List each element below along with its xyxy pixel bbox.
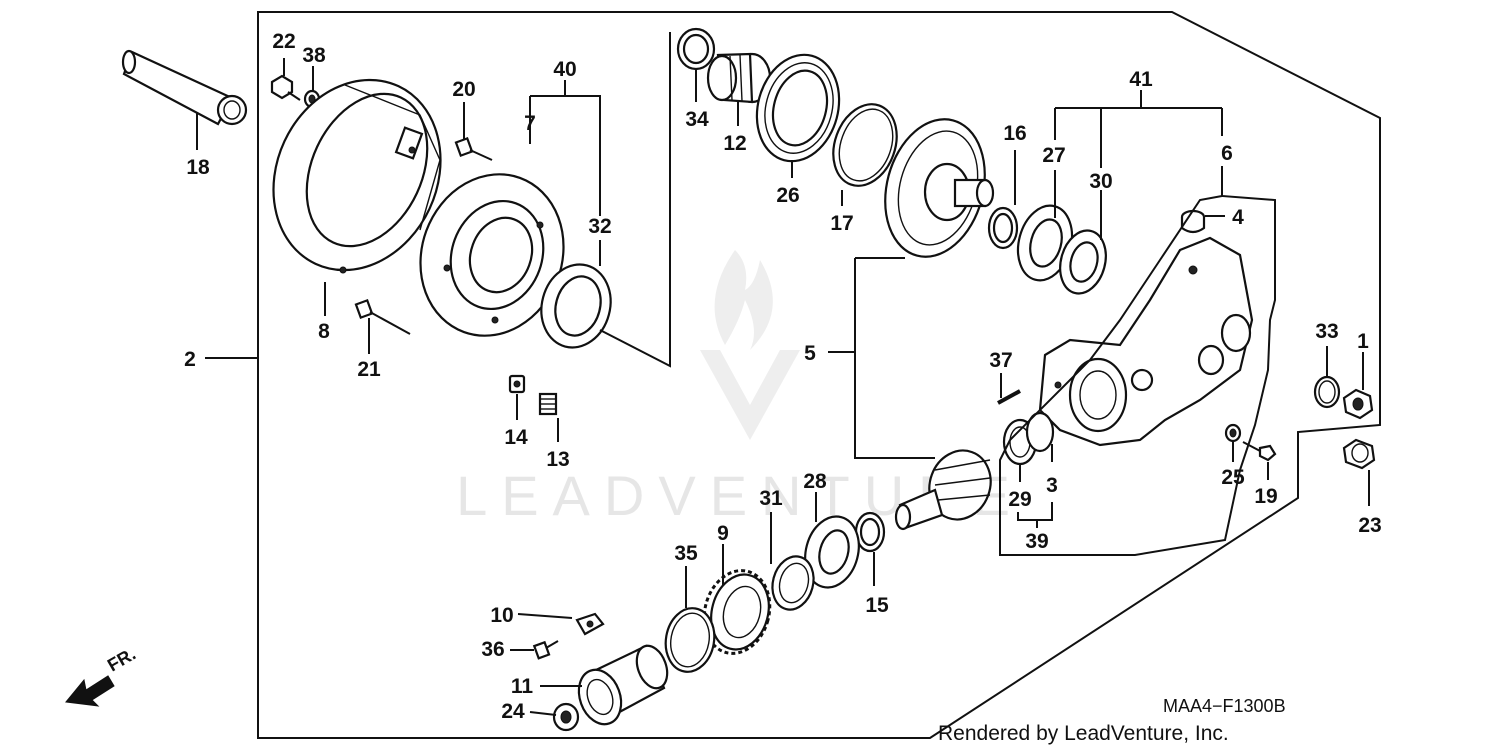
gear-case-part[interactable] [1038, 236, 1254, 447]
assembly-outline [257, 11, 1381, 739]
part-label[interactable]: 24 [501, 700, 525, 723]
credit-text: Rendered by LeadVenture, Inc. [938, 722, 1229, 745]
o-ring-part[interactable] [1313, 375, 1341, 409]
circlip-part[interactable] [1025, 411, 1055, 453]
sleeve-joint-part[interactable] [572, 642, 673, 731]
part-label[interactable]: 18 [186, 156, 210, 179]
part-label[interactable]: 38 [302, 44, 326, 67]
part-label[interactable]: 3 [1046, 474, 1058, 497]
part-label[interactable]: 7 [524, 112, 536, 135]
brake-shell-part[interactable] [243, 52, 471, 297]
brake-panel-part[interactable] [398, 154, 586, 356]
part-label[interactable]: 30 [1089, 170, 1112, 193]
spring-part[interactable] [538, 392, 558, 416]
part-label[interactable]: 9 [717, 522, 729, 545]
part-label[interactable]: 25 [1221, 466, 1245, 489]
part-label[interactable]: 37 [989, 349, 1012, 372]
shim-part[interactable] [987, 206, 1019, 250]
stud-part[interactable] [997, 389, 1021, 405]
part-label[interactable]: 32 [588, 215, 611, 238]
part-label[interactable]: 13 [546, 448, 569, 471]
bolt-part[interactable] [270, 74, 301, 101]
part-label[interactable]: 6 [1221, 142, 1233, 165]
pinion-gear-part[interactable] [894, 442, 1000, 531]
part-label[interactable]: 31 [759, 487, 783, 510]
part-label[interactable]: 19 [1254, 485, 1277, 508]
part-label[interactable]: 39 [1025, 530, 1048, 553]
part-label[interactable]: 36 [481, 638, 504, 661]
collar-part[interactable] [706, 52, 772, 104]
part-label[interactable]: 35 [674, 542, 698, 565]
o-ring-part[interactable] [661, 604, 719, 675]
pipe-part[interactable] [121, 49, 248, 126]
circlip-part[interactable] [822, 95, 907, 194]
part-label[interactable]: 22 [272, 30, 295, 53]
part-label[interactable]: 10 [490, 604, 513, 627]
small-nut-part[interactable] [508, 374, 526, 394]
nut-part[interactable] [1342, 438, 1376, 470]
leader-lines [196, 32, 1370, 716]
part-label[interactable]: 21 [357, 358, 381, 381]
part-label[interactable]: 33 [1315, 320, 1338, 343]
front-direction-indicator: FR. [65, 644, 139, 707]
bolt-part[interactable] [1242, 441, 1277, 462]
nut-part[interactable] [1342, 388, 1374, 420]
coupling-gear-part[interactable] [695, 563, 779, 661]
part-label[interactable]: 28 [803, 470, 827, 493]
front-label: FR. [104, 644, 139, 676]
part-label[interactable]: 34 [685, 108, 709, 131]
bolt-part[interactable] [354, 298, 411, 335]
bearing-part[interactable] [745, 45, 850, 170]
part-label[interactable]: 29 [1008, 488, 1031, 511]
part-label[interactable]: 26 [776, 184, 799, 207]
part-label[interactable]: 5 [804, 342, 816, 365]
part-labels: 1 2 3 4 5 6 7 8 9 10 11 12 13 14 15 16 1… [184, 30, 1382, 723]
ring-gear-part[interactable] [871, 108, 1000, 268]
part-label[interactable]: 40 [553, 58, 576, 81]
part-label[interactable]: 16 [1003, 122, 1026, 145]
part-label[interactable]: 27 [1042, 144, 1065, 167]
part-label[interactable]: 23 [1358, 514, 1381, 537]
diagram-code: MAA4−F1300B [1163, 696, 1286, 716]
bolt-part[interactable] [532, 640, 559, 660]
part-label[interactable]: 12 [723, 132, 746, 155]
part-label[interactable]: 41 [1129, 68, 1153, 91]
part-label[interactable]: 4 [1232, 206, 1244, 229]
ring-part[interactable] [767, 552, 820, 615]
washer-part[interactable] [1224, 423, 1242, 443]
front-arrow-icon [65, 675, 115, 707]
oil-seal-part[interactable] [1053, 225, 1112, 298]
part-label[interactable]: 14 [504, 426, 528, 449]
part-label[interactable]: 2 [184, 348, 196, 371]
oil-seal-part[interactable] [532, 257, 619, 356]
bolt-part[interactable] [454, 136, 493, 161]
part-label[interactable]: 11 [511, 675, 534, 698]
o-ring-part[interactable] [676, 27, 716, 71]
shim-part[interactable] [854, 511, 886, 553]
bearing-part[interactable] [798, 510, 867, 593]
part-label[interactable]: 8 [318, 320, 330, 343]
plug-part[interactable] [552, 702, 580, 732]
part-label[interactable]: 17 [830, 212, 853, 235]
clip-part[interactable] [575, 612, 605, 636]
part-label[interactable]: 20 [452, 78, 475, 101]
part-label[interactable]: 15 [865, 594, 889, 617]
part-label[interactable]: 1 [1357, 330, 1369, 353]
